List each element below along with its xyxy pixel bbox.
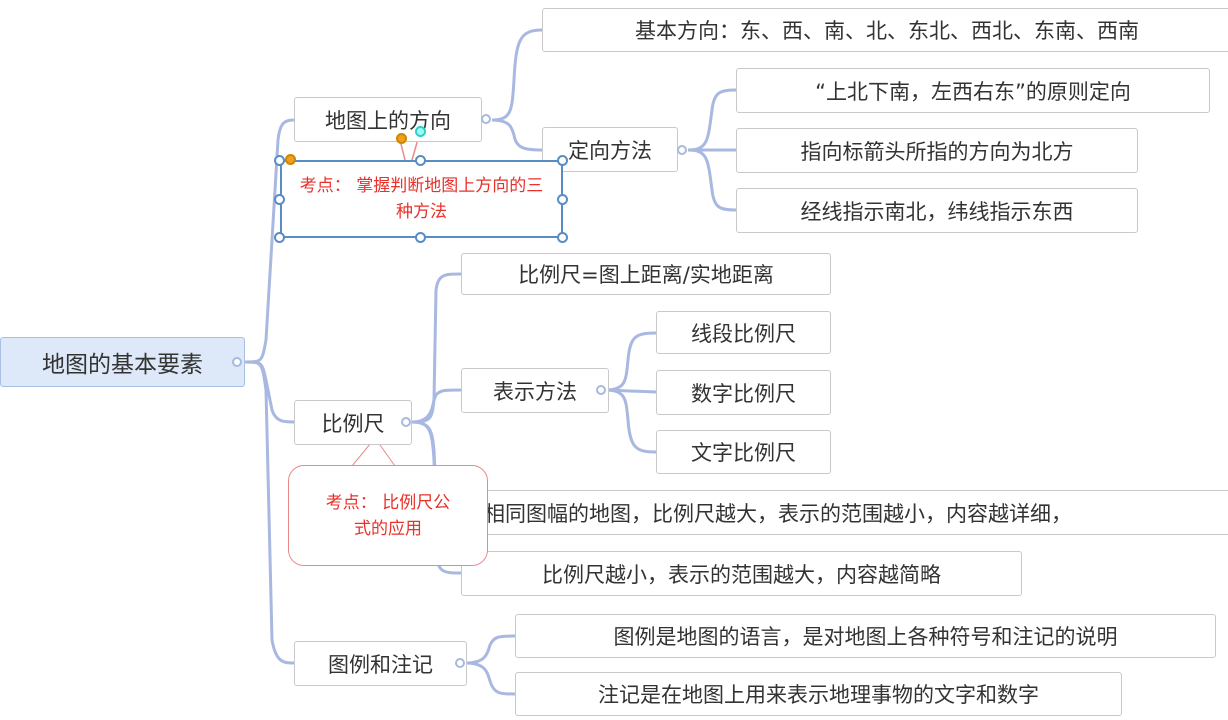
node-scale-rule-2[interactable]: 比例尺越小，表示的范围越大，内容越简略 — [461, 551, 1022, 596]
node-label: 表示方法 — [493, 379, 577, 404]
node-scale-formula[interactable]: 比例尺=图上距离/实地距离 — [461, 253, 831, 295]
rotate-handle[interactable] — [415, 126, 426, 137]
resize-handle[interactable] — [557, 232, 568, 243]
node-label: 基本方向：东、西、南、北、东北、西北、东南、西南 — [635, 19, 1139, 43]
node-scale-number[interactable]: 数字比例尺 — [656, 370, 831, 415]
node-method-1[interactable]: “上北下南，左西右东”的原则定向 — [736, 68, 1210, 113]
node-legend-2[interactable]: 注记是在地图上用来表示地理事物的文字和数字 — [515, 672, 1122, 716]
node-label: 比例尺 — [321, 411, 385, 436]
pointer-handle[interactable] — [396, 133, 407, 144]
resize-handle[interactable] — [415, 155, 426, 166]
node-scale[interactable]: 比例尺 — [294, 400, 412, 445]
node-label: 注记是在地图上用来表示地理事物的文字和数字 — [598, 683, 1039, 707]
resize-handle[interactable] — [557, 194, 568, 205]
resize-handle[interactable] — [274, 194, 285, 205]
node-direction[interactable]: 地图上的方向 — [294, 97, 482, 142]
resize-handle[interactable] — [557, 155, 568, 166]
node-scale-text[interactable]: 文字比例尺 — [656, 430, 831, 474]
collapse-toggle-root[interactable] — [232, 357, 242, 367]
root-node[interactable]: 地图的基本要素 — [0, 337, 245, 387]
node-scale-rule-1[interactable]: 相同图幅的地图，比例尺越大，表示的范围越小，内容越详细， — [461, 490, 1228, 535]
node-label: 文字比例尺 — [691, 441, 796, 465]
root-label: 地图的基本要素 — [42, 352, 203, 378]
resize-handle[interactable] — [274, 155, 285, 166]
node-scale-methods[interactable]: 表示方法 — [461, 368, 609, 413]
node-label: 相同图幅的地图，比例尺越大，表示的范围越小，内容越详细， — [484, 501, 1072, 526]
node-scale-line[interactable]: 线段比例尺 — [656, 311, 831, 354]
exam-note-scale[interactable]: 考点： 比例尺公式的应用 — [288, 465, 488, 566]
note-text: 考点： 掌握判断地图上方向的三种方法 — [299, 176, 544, 222]
resize-handle[interactable] — [415, 232, 426, 243]
node-legend[interactable]: 图例和注记 — [294, 641, 467, 686]
node-label: 图例是地图的语言，是对地图上各种符号和注记的说明 — [613, 625, 1118, 649]
collapse-toggle-legend[interactable] — [455, 658, 465, 668]
node-label: 定向方法 — [568, 138, 652, 163]
collapse-toggle-method[interactable] — [677, 145, 687, 155]
node-method-3[interactable]: 经线指示南北，纬线指示东西 — [736, 188, 1138, 233]
node-label: 线段比例尺 — [691, 321, 796, 346]
node-label: 图例和注记 — [328, 652, 433, 677]
pointer-handle[interactable] — [285, 154, 296, 165]
note-text: 考点： 比例尺公式的应用 — [325, 492, 451, 539]
exam-note-direction[interactable]: 考点： 掌握判断地图上方向的三种方法 — [280, 160, 563, 238]
node-label: 指向标箭头所指的方向为北方 — [800, 139, 1074, 164]
node-label: 数字比例尺 — [691, 381, 796, 406]
node-legend-1[interactable]: 图例是地图的语言，是对地图上各种符号和注记的说明 — [515, 614, 1216, 658]
collapse-toggle-scale[interactable] — [401, 417, 411, 427]
collapse-toggle-direction[interactable] — [481, 114, 491, 124]
node-label: 经线指示南北，纬线指示东西 — [800, 199, 1074, 224]
node-label: “上北下南，左西右东”的原则定向 — [815, 79, 1131, 104]
node-label: 地图上的方向 — [325, 108, 451, 133]
collapse-toggle-scale-methods[interactable] — [596, 385, 606, 395]
node-basic-direction[interactable]: 基本方向：东、西、南、北、东北、西北、东南、西南 — [542, 8, 1228, 52]
node-method-2[interactable]: 指向标箭头所指的方向为北方 — [736, 128, 1138, 173]
node-label: 比例尺=图上距离/实地距离 — [518, 263, 774, 287]
node-label: 比例尺越小，表示的范围越大，内容越简略 — [542, 562, 941, 587]
resize-handle[interactable] — [274, 232, 285, 243]
